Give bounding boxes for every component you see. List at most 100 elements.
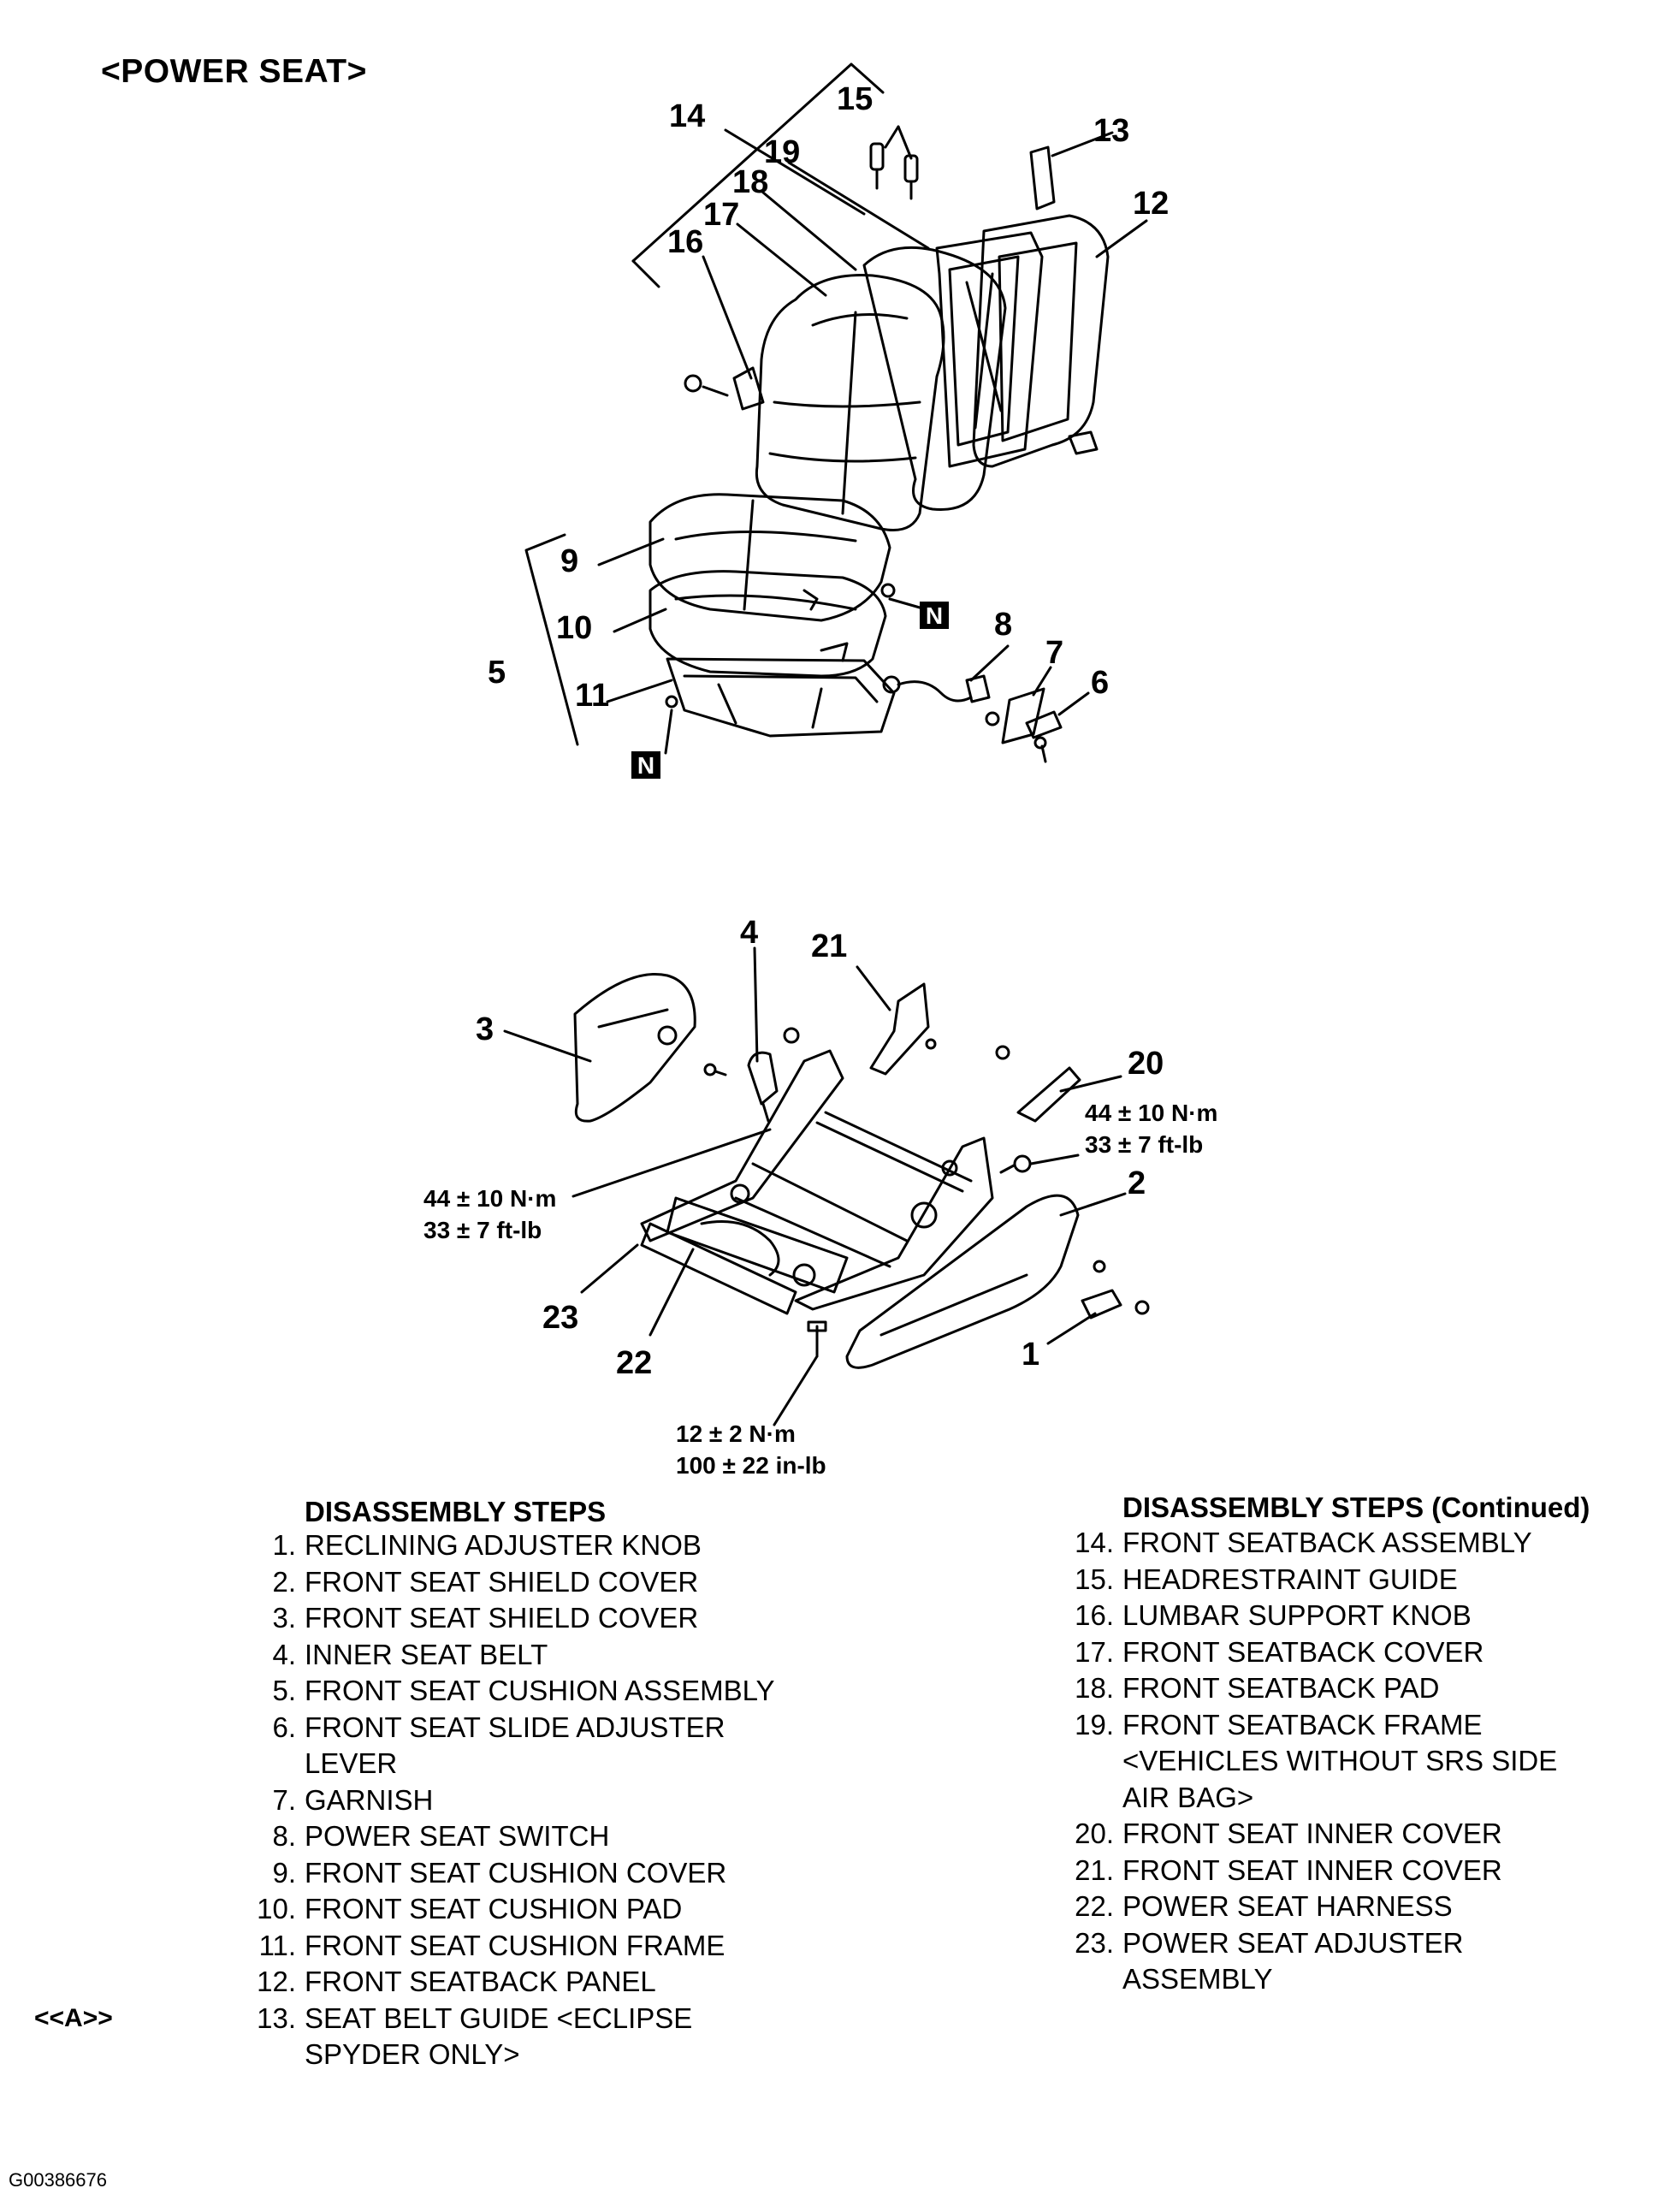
step-item: 19.FRONT SEATBACK FRAME [1068,1707,1483,1743]
step-number: 13. [257,2001,296,2034]
step-item: 16.LUMBAR SUPPORT KNOB [1068,1598,1472,1634]
power-seat-switch [882,674,1000,726]
step-item: 22.POWER SEAT HARNESS [1068,1889,1453,1924]
callout-10: 10 [556,610,592,646]
callout-8: 8 [994,607,1012,643]
step-text: LUMBAR SUPPORT KNOB [1122,1599,1472,1631]
step-item: 8. POWER SEAT SWITCH [231,1818,609,1854]
steps-right-heading: DISASSEMBLY STEPS (Continued) [1122,1491,1590,1523]
step-text: AIR BAG> [1122,1781,1254,1813]
inner-cover-21 [869,982,930,1076]
step-item: <VEHICLES WITHOUT SRS SIDE [1068,1743,1557,1779]
step-item: 1.RECLINING ADJUSTER KNOB [231,1527,702,1563]
step-text: SEAT BELT GUIDE <ECLIPSE [305,2001,693,2034]
callout-13: 13 [1093,113,1129,149]
callout-5: 5 [488,655,506,691]
shield-cover-2 [845,1194,1080,1369]
callout-19: 19 [764,134,800,170]
step-item: 18.FRONT SEATBACK PAD [1068,1670,1439,1706]
step-item: 20. FRONT SEAT INNER COVER [1068,1816,1502,1852]
step-text: GARNISH [305,1783,434,1816]
seatback-cover [755,274,945,531]
callout-6: 6 [1091,665,1109,701]
callout-23: 23 [542,1300,578,1336]
step-item: 5. FRONT SEAT CUSHION ASSEMBLY [231,1673,775,1709]
step-number: 20. [1075,1818,1114,1849]
step-item: 17.FRONT SEATBACK COVER [1068,1634,1484,1670]
callout-22: 22 [616,1345,652,1381]
step-item: 14.FRONT SEATBACK ASSEMBLY [1068,1525,1532,1561]
cushion-frame [666,657,896,738]
step-text: FRONT SEATBACK FRAME [1122,1708,1483,1741]
step-item: 13. SEAT BELT GUIDE <ECLIPSE [231,2001,692,2037]
step-number: 19. [1075,1708,1114,1741]
step-text: FRONT SEATBACK ASSEMBLY [1122,1527,1532,1558]
step-text: POWER SEAT HARNESS [1122,1890,1453,1922]
callout-1: 1 [1022,1337,1039,1373]
step-item: 6.FRONT SEAT SLIDE ADJUSTER [231,1710,725,1746]
headrestraint-guides [869,142,919,200]
step-item: 12.FRONT SEATBACK PANEL [231,1964,656,2000]
step-item: ASSEMBLY [1068,1961,1272,1997]
n-marker-lower-text: N [637,752,654,779]
callout-4: 4 [740,915,758,951]
torque-left-ftlb: 33 ± 7 ft-lb [423,1217,542,1243]
step-text: FRONT SEAT CUSHION FRAME [305,1929,725,1961]
step-item: 23.POWER SEAT ADJUSTER [1068,1925,1463,1961]
callout-15: 15 [837,81,873,117]
page-title: <POWER SEAT> [101,53,367,90]
step-text: ASSEMBLY [1122,1963,1273,1995]
torque-bottom-inlb: 100 ± 22 in-lb [676,1452,826,1479]
step-number: 17. [1075,1635,1114,1668]
step-number: 8. [272,1820,296,1852]
n-marker-lower: N [631,751,660,779]
step-number: 15. [1075,1563,1114,1595]
step-item: 21.FRONT SEAT INNER COVER [1068,1853,1502,1889]
step-number: 5. [272,1675,296,1706]
step-text: FRONT SEAT CUSHION ASSEMBLY [305,1675,775,1706]
step-text: POWER SEAT SWITCH [305,1820,610,1852]
callout-11: 11 [575,678,609,714]
step-text: FRONT SEAT INNER COVER [1122,1818,1502,1849]
step-item: SPYDER ONLY> [231,2037,520,2073]
step-number: 10. [257,1893,296,1924]
step-text: FRONT SEATBACK COVER [1122,1635,1484,1668]
step-number: 2. [272,1565,296,1598]
step-text: SPYDER ONLY> [305,2038,520,2070]
step-item: 15.HEADRESTRAINT GUIDE [1068,1562,1458,1598]
callout-18: 18 [732,164,768,200]
callout-20: 20 [1128,1046,1164,1082]
figure-id: G00386676 [9,2169,107,2191]
callout-21: 21 [811,928,847,964]
callout-2: 2 [1128,1165,1146,1201]
inner-cover-20 [1016,1066,1081,1123]
cushion-pad [648,570,887,678]
seatback-panel [972,214,1110,468]
callout-16: 16 [667,224,703,260]
callout-12: 12 [1133,186,1169,222]
step-number: 23. [1075,1926,1114,1959]
step-number: 3. [272,1602,296,1634]
step-text: FRONT SEAT CUSHION COVER [305,1856,727,1889]
step-text: RECLINING ADJUSTER KNOB [305,1529,702,1561]
step-number: 6. [272,1711,296,1743]
step-number: 9. [272,1856,296,1889]
step-number: 11. [258,1929,296,1961]
cushion-bracket [524,533,579,746]
step-item: 9. FRONT SEAT CUSHION COVER [231,1855,726,1891]
torque-right-ftlb: 33 ± 7 ft-lb [1085,1131,1203,1158]
step-number: 4. [272,1638,296,1670]
step-number: 18. [1075,1672,1114,1704]
inner-seat-belt [747,1051,779,1123]
note-marker: <<A>> [34,2004,113,2032]
step-text: FRONT SEAT SHIELD COVER [305,1565,699,1598]
step-item: 7.GARNISH [231,1782,433,1818]
callout-9: 9 [560,543,578,579]
callout-17: 17 [703,197,739,233]
callout-14: 14 [669,98,705,134]
step-text: <VEHICLES WITHOUT SRS SIDE [1122,1745,1558,1776]
step-item: LEVER [231,1746,397,1782]
step-item: 4.INNER SEAT BELT [231,1637,548,1673]
seatback-frame [935,231,1099,468]
